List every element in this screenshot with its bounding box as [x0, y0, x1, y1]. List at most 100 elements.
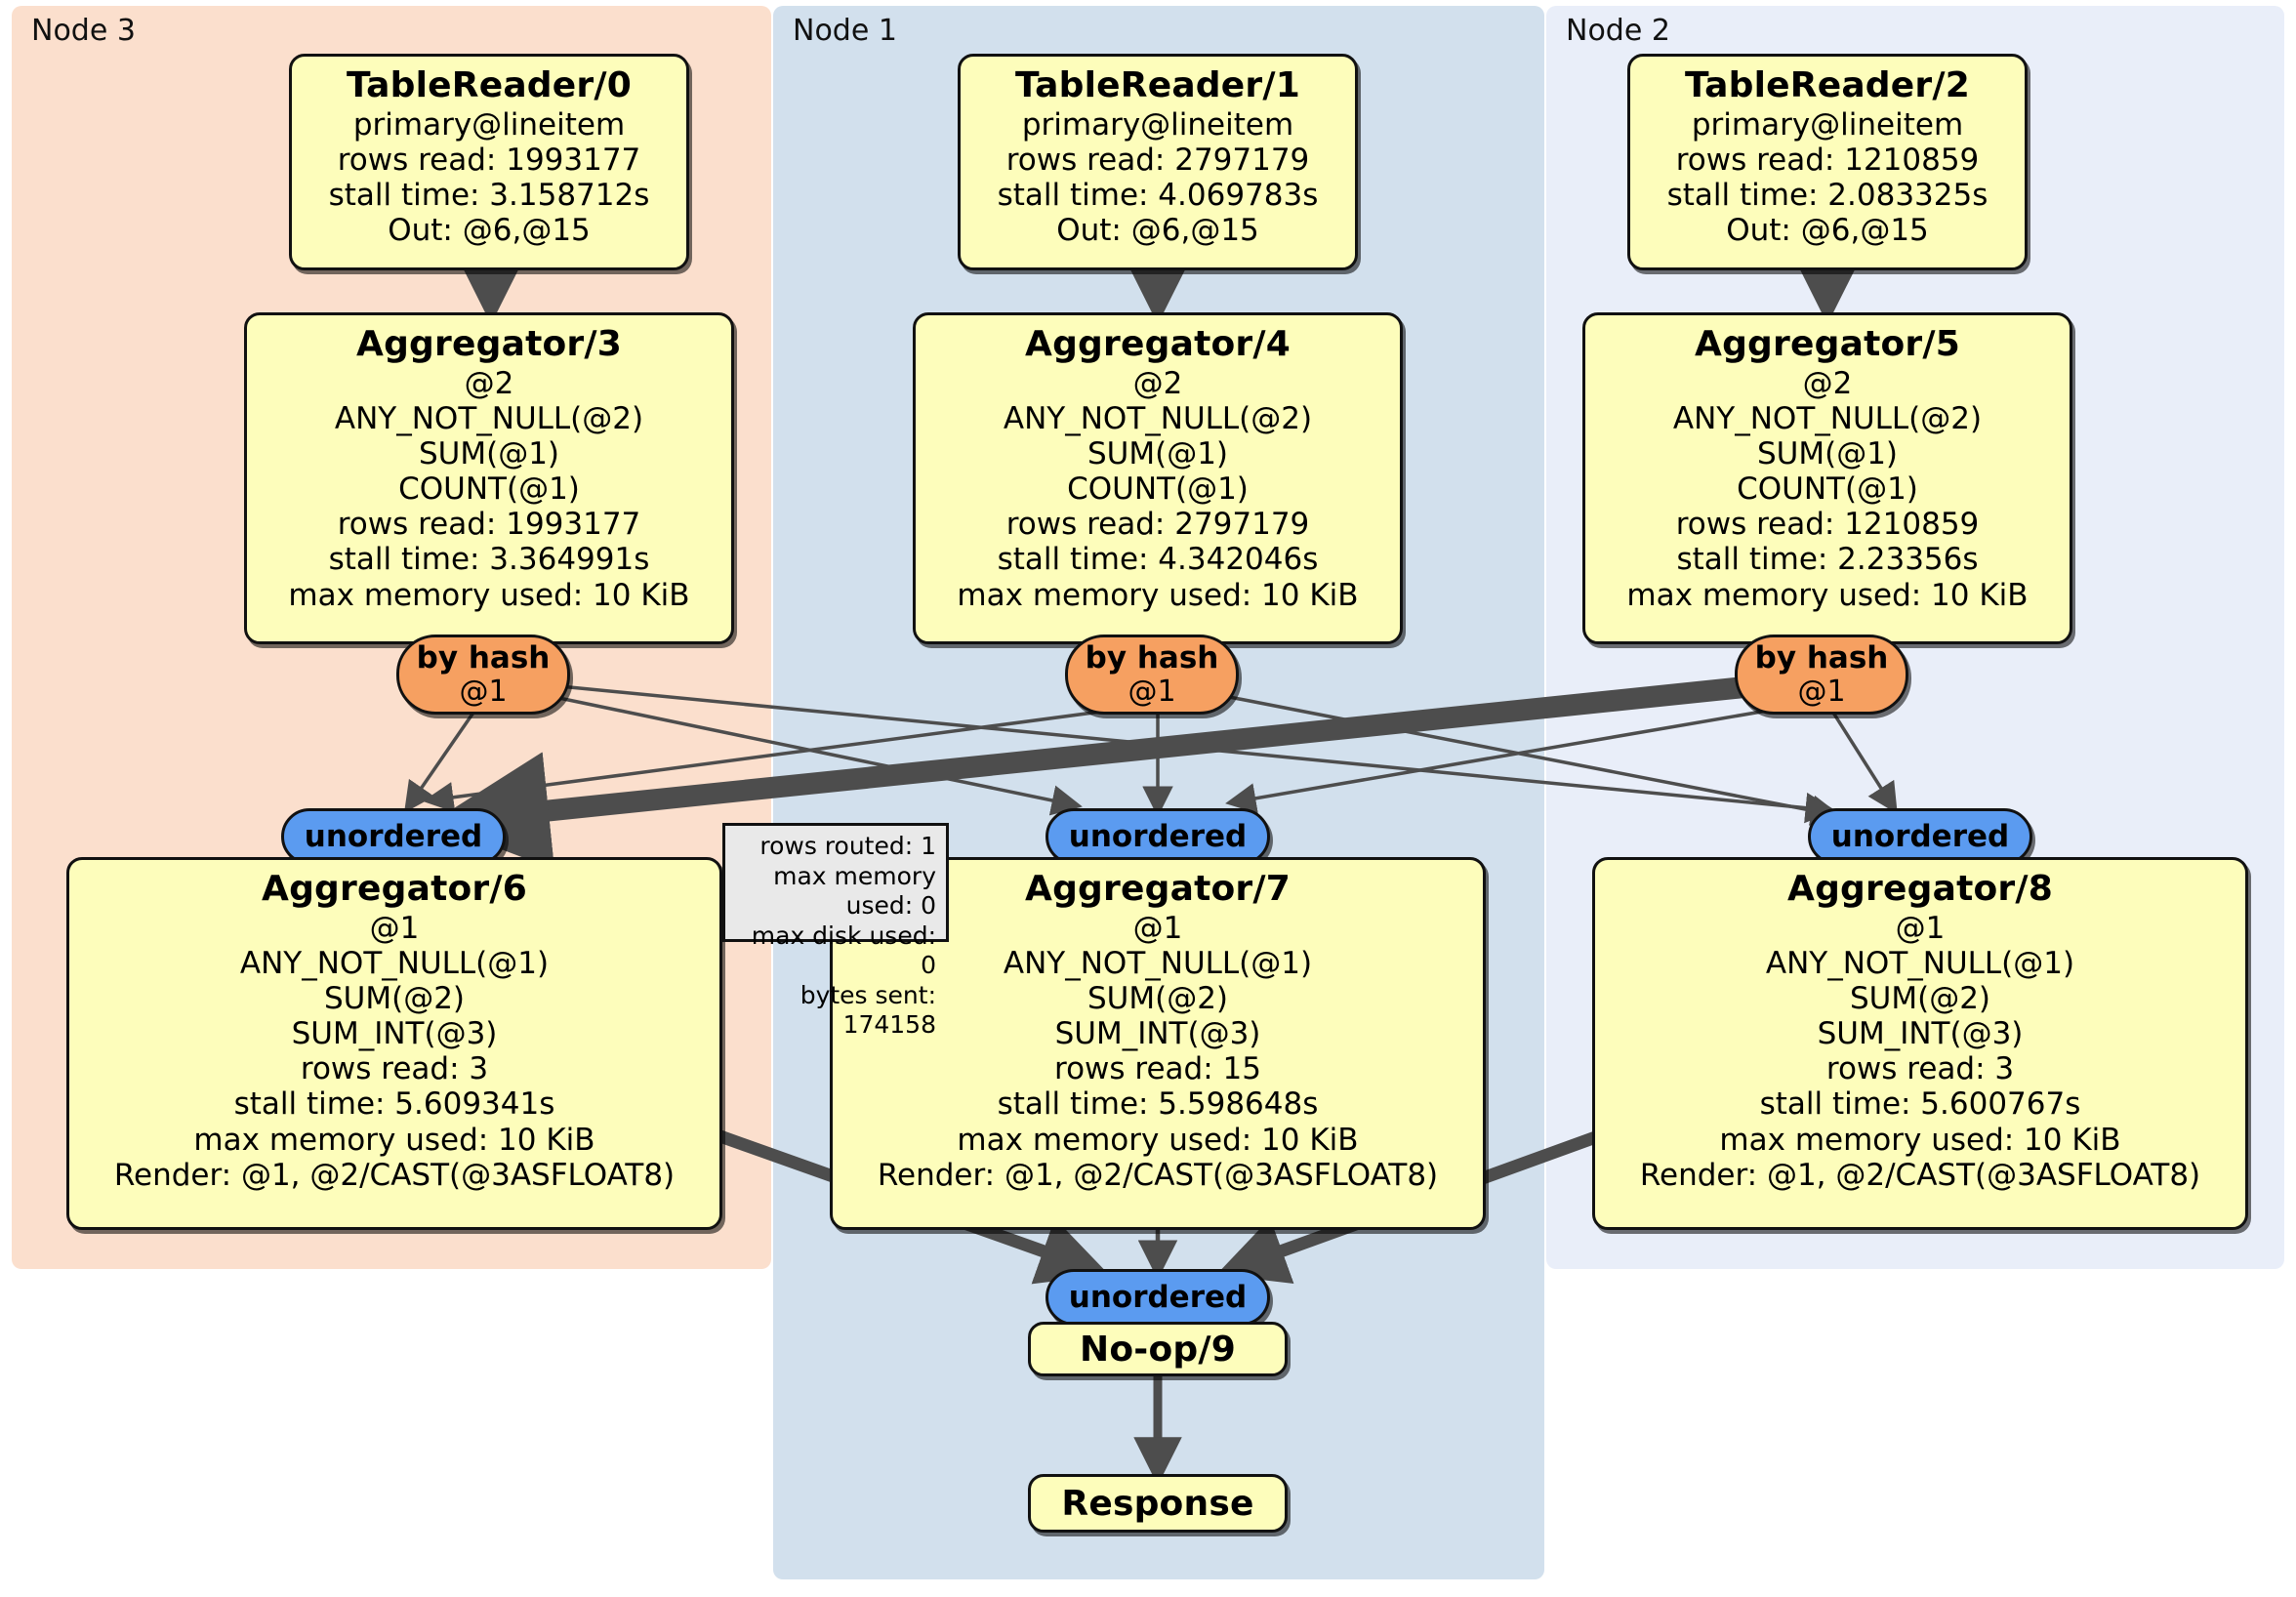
cluster-label-node1: Node 1: [793, 14, 897, 48]
processor-line: max memory used: 10 KiB: [288, 577, 690, 613]
processor-line: primary@lineitem: [352, 106, 626, 143]
processor-line: COUNT(@1): [398, 471, 580, 508]
processor-title: Aggregator/4: [1025, 324, 1291, 364]
processor-line: max memory used: 10 KiB: [957, 577, 1359, 613]
router-label: by hash: [1085, 639, 1219, 676]
processor-line: ANY_NOT_NULL(@2): [334, 401, 644, 437]
tooltip-line: bytes sent: 174158: [800, 980, 936, 1040]
processor-title: Aggregator/3: [356, 324, 622, 364]
processor-line: SUM(@1): [1086, 436, 1229, 472]
router-column: @1: [1128, 674, 1176, 709]
processor-line: COUNT(@1): [1737, 471, 1918, 508]
processor-title: TableReader/2: [1685, 65, 1970, 105]
processor-line: SUM(@1): [418, 436, 560, 472]
processor-line: SUM(@2): [1849, 981, 1991, 1017]
synchronizer-label: unordered: [1068, 818, 1248, 854]
processor-line: stall time: 3.364991s: [328, 542, 650, 578]
tooltip-line: max disk used: 0: [751, 921, 936, 980]
processor-line: stall time: 2.083325s: [1666, 178, 1988, 214]
synchronizer-unordered-node2[interactable]: unordered: [1808, 808, 2032, 865]
processor-title: TableReader/0: [347, 65, 632, 105]
processor-line: rows read: 1210859: [1675, 507, 1980, 543]
processor-line: Out: @6,@15: [1056, 213, 1259, 249]
processor-line: stall time: 3.158712s: [328, 178, 650, 214]
processor-line: COUNT(@1): [1067, 471, 1249, 508]
processor-line: rows read: 1210859: [1675, 143, 1980, 179]
processor-line: SUM(@1): [1756, 436, 1899, 472]
processor-line: SUM_INT(@3): [1817, 1016, 2024, 1052]
processor-line: max memory used: 10 KiB: [193, 1122, 595, 1158]
processor-title: Aggregator/8: [1787, 869, 2053, 909]
processor-line: rows read: 2797179: [1005, 507, 1310, 543]
router-by-hash-node2[interactable]: by hash @1: [1735, 635, 1908, 715]
processor-line: Out: @6,@15: [388, 213, 591, 249]
processor-line: stall time: 5.609341s: [233, 1086, 555, 1123]
processor-aggregator-3[interactable]: Aggregator/3 @2 ANY_NOT_NULL(@2) SUM(@1)…: [244, 312, 734, 644]
processor-aggregator-6[interactable]: Aggregator/6 @1 ANY_NOT_NULL(@1) SUM(@2)…: [66, 857, 722, 1230]
processor-title: Response: [1061, 1484, 1254, 1524]
processor-title: Aggregator/5: [1695, 324, 1960, 364]
processor-line: SUM(@2): [323, 981, 466, 1017]
processor-line: primary@lineitem: [1691, 106, 1964, 143]
processor-line: stall time: 2.23356s: [1676, 542, 1979, 578]
synchronizer-label: unordered: [1068, 1279, 1248, 1315]
processor-line: rows read: 1993177: [337, 143, 641, 179]
processor-line: rows read: 2797179: [1005, 143, 1310, 179]
processor-title: No-op/9: [1080, 1330, 1236, 1370]
processor-line: SUM(@2): [1086, 981, 1229, 1017]
processor-line: @1: [1895, 910, 1946, 946]
processor-aggregator-4[interactable]: Aggregator/4 @2 ANY_NOT_NULL(@2) SUM(@1)…: [913, 312, 1403, 644]
router-column: @1: [1797, 674, 1846, 709]
processor-line: stall time: 5.598648s: [997, 1086, 1319, 1123]
processor-line: max memory used: 10 KiB: [957, 1122, 1359, 1158]
processor-title: Aggregator/6: [262, 869, 527, 909]
processor-line: @2: [1132, 365, 1183, 401]
processor-line: Render: @1, @2/CAST(@3ASFLOAT8): [1639, 1157, 2201, 1193]
processor-line: @1: [1132, 910, 1183, 946]
processor-title: Aggregator/7: [1025, 869, 1291, 909]
processor-tablereader-1[interactable]: TableReader/1 primary@lineitem rows read…: [958, 54, 1358, 270]
tooltip-line: rows routed: 1: [759, 832, 936, 860]
processor-line: ANY_NOT_NULL(@1): [1003, 946, 1313, 982]
processor-line: stall time: 4.069783s: [997, 178, 1319, 214]
processor-line: Render: @1, @2/CAST(@3ASFLOAT8): [877, 1157, 1439, 1193]
tooltip-line: max memory used: 0: [773, 861, 936, 921]
processor-line: rows read: 15: [1054, 1051, 1261, 1087]
processor-line: SUM_INT(@3): [291, 1016, 498, 1052]
processor-aggregator-5[interactable]: Aggregator/5 @2 ANY_NOT_NULL(@2) SUM(@1)…: [1582, 312, 2072, 644]
processor-line: ANY_NOT_NULL(@2): [1003, 401, 1313, 437]
processor-title: TableReader/1: [1015, 65, 1300, 105]
synchronizer-label: unordered: [1830, 818, 2010, 854]
processor-line: @2: [464, 365, 514, 401]
stream-stats-tooltip: rows routed: 1 max memory used: 0 max di…: [722, 823, 949, 1039]
processor-response[interactable]: Response: [1028, 1474, 1288, 1533]
processor-tablereader-2[interactable]: TableReader/2 primary@lineitem rows read…: [1627, 54, 2028, 270]
processor-aggregator-8[interactable]: Aggregator/8 @1 ANY_NOT_NULL(@1) SUM(@2)…: [1592, 857, 2248, 1230]
processor-line: Out: @6,@15: [1726, 213, 1929, 249]
processor-line: primary@lineitem: [1021, 106, 1294, 143]
synchronizer-label: unordered: [304, 818, 483, 854]
processor-line: stall time: 5.600767s: [1759, 1086, 2081, 1123]
cluster-label-node2: Node 2: [1566, 14, 1670, 48]
processor-line: ANY_NOT_NULL(@2): [1672, 401, 1983, 437]
processor-line: rows read: 3: [1825, 1051, 2015, 1087]
processor-line: max memory used: 10 KiB: [1719, 1122, 2121, 1158]
router-column: @1: [459, 674, 508, 709]
synchronizer-unordered-final[interactable]: unordered: [1046, 1269, 1270, 1326]
router-label: by hash: [416, 639, 551, 676]
processor-line: @2: [1802, 365, 1853, 401]
processor-line: SUM_INT(@3): [1054, 1016, 1261, 1052]
processor-line: rows read: 1993177: [337, 507, 641, 543]
processor-line: Render: @1, @2/CAST(@3ASFLOAT8): [113, 1157, 676, 1193]
processor-line: max memory used: 10 KiB: [1626, 577, 2029, 613]
processor-noop-9[interactable]: No-op/9: [1028, 1322, 1288, 1376]
processor-line: @1: [369, 910, 420, 946]
processor-line: ANY_NOT_NULL(@1): [239, 946, 550, 982]
router-by-hash-node1[interactable]: by hash @1: [1065, 635, 1239, 715]
processor-line: ANY_NOT_NULL(@1): [1765, 946, 2075, 982]
router-by-hash-node3[interactable]: by hash @1: [396, 635, 570, 715]
processor-tablereader-0[interactable]: TableReader/0 primary@lineitem rows read…: [289, 54, 689, 270]
router-label: by hash: [1754, 639, 1889, 676]
processor-line: stall time: 4.342046s: [997, 542, 1319, 578]
